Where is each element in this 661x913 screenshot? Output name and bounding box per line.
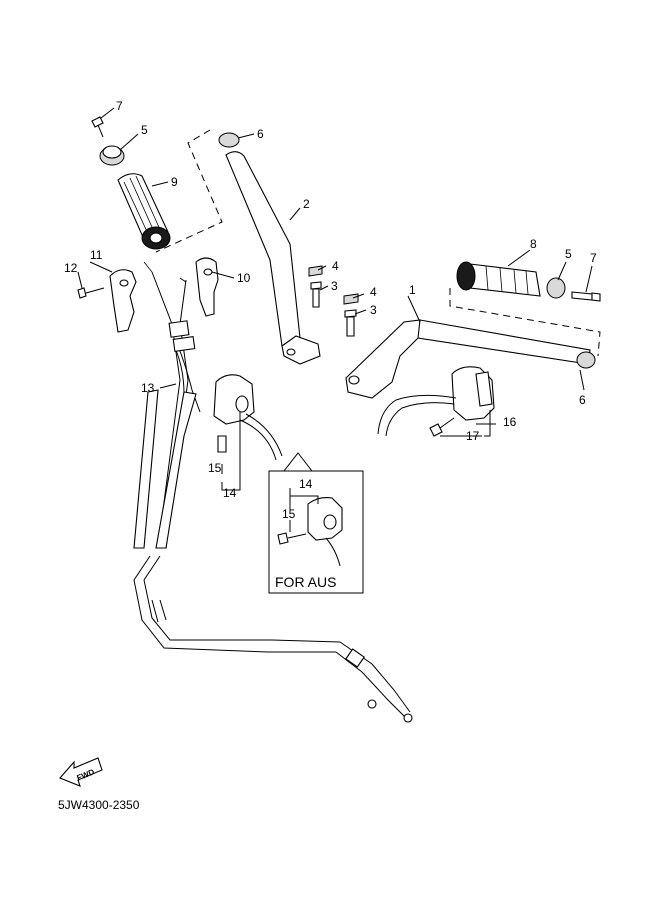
callout-3-left: 3 (331, 279, 338, 293)
handlebar-left (218, 132, 321, 365)
callout-11: 11 (90, 248, 103, 262)
screw-12 (77, 287, 105, 299)
callout-10: 10 (237, 271, 251, 285)
grip-end-right-lower (576, 351, 596, 369)
callout-6-top: 6 (257, 127, 264, 141)
grip-end-screw-right (571, 291, 601, 302)
throttle-cables (133, 261, 413, 723)
bolt-3-left (310, 281, 322, 308)
callout-17: 17 (466, 429, 480, 443)
callout-8: 8 (530, 237, 537, 251)
left-alignment-line (155, 129, 223, 253)
callout-7-right: 7 (590, 251, 597, 265)
inset-for-aus (268, 452, 364, 594)
throttle-housing-10 (195, 257, 219, 317)
leader-lines (77, 107, 593, 532)
document-code: 5JW4300-2350 (58, 798, 140, 812)
callout-9: 9 (171, 175, 178, 189)
right-alignment-line (449, 288, 601, 357)
fwd-arrow-icon: FWD (59, 757, 103, 787)
handlebar-right (345, 319, 591, 399)
callout-4-left: 4 (332, 259, 339, 273)
grip-end-right (546, 277, 566, 299)
throttle-grip (117, 173, 171, 250)
callout-5-right: 5 (565, 247, 572, 261)
handlebar-switch-left (213, 374, 283, 461)
bolt-4-right (343, 293, 359, 305)
callout-7-left: 7 (116, 99, 123, 113)
callout-15-inset: 15 (282, 507, 296, 521)
callout-6-right: 6 (579, 393, 586, 407)
handlebar-switch-right (377, 366, 495, 437)
grip-end-left (99, 145, 125, 166)
grip-end-screw-left (91, 116, 104, 138)
callout-12: 12 (64, 261, 78, 275)
callout-16: 16 (503, 415, 517, 429)
bolt-3-right (344, 309, 357, 337)
callout-5-left: 5 (141, 123, 148, 137)
callout-13: 13 (141, 381, 155, 395)
callout-2: 2 (303, 197, 310, 211)
grip-right (456, 261, 541, 297)
throttle-housing-11 (109, 269, 137, 333)
callout-15-left: 15 (208, 461, 222, 475)
callout-14-inset: 14 (299, 477, 313, 491)
callout-4-right: 4 (370, 285, 377, 299)
callout-labels: 7 5 9 6 2 4 3 4 3 11 12 10 13 1 8 5 7 6 … (64, 99, 597, 590)
callout-3-right: 3 (370, 303, 377, 317)
inset-title: FOR AUS (275, 574, 336, 590)
callout-1: 1 (409, 283, 416, 297)
bolt-4-left (308, 265, 323, 277)
callout-14-left: 14 (223, 486, 237, 500)
